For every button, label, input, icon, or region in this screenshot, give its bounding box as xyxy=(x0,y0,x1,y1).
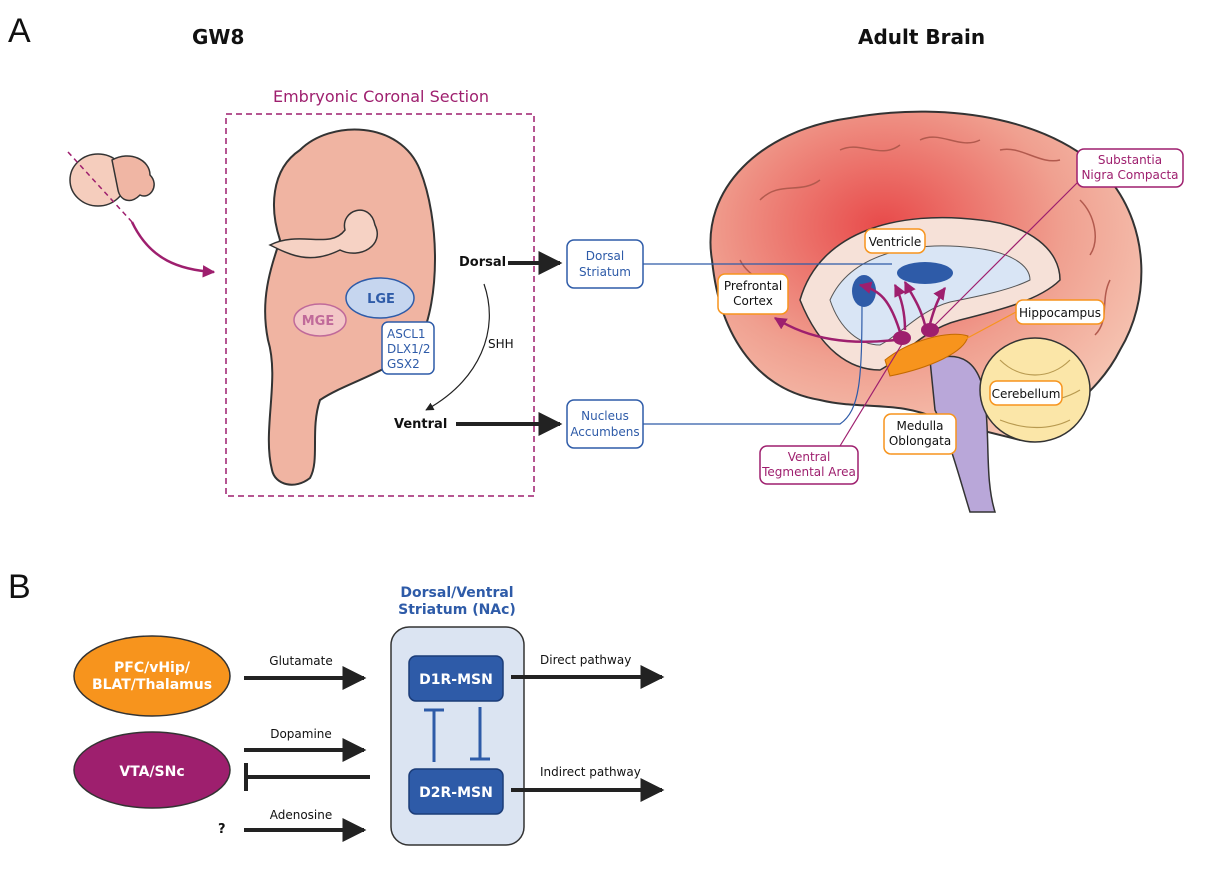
cerebellum-label: Cerebellum xyxy=(992,387,1061,401)
pfc-node xyxy=(73,635,231,717)
vta-line2: Tegmental Area xyxy=(761,465,856,479)
marker-1: ASCL1 xyxy=(387,327,426,341)
markers-box xyxy=(381,321,435,375)
vta-connector xyxy=(839,343,903,447)
glutamate-label: Glutamate xyxy=(269,654,332,668)
direct-pathway-label: Direct pathway xyxy=(540,653,631,667)
ventral-label: Ventral xyxy=(394,417,447,432)
snc-connector xyxy=(931,179,1081,329)
shh-label: SHH xyxy=(488,337,514,351)
striatum-title-line1: Dorsal/Ventral xyxy=(400,585,513,601)
striatum-title-line2: Striatum (NAc) xyxy=(398,602,516,618)
dopamine-label: Dopamine xyxy=(270,727,332,741)
d1-msn-node xyxy=(408,655,504,702)
prefrontal-cortex-box xyxy=(717,273,789,315)
mge-label: MGE xyxy=(302,314,335,329)
nucleus-accumbens-connector xyxy=(643,299,863,425)
pfc-line1: PFC/vHip/ xyxy=(114,660,191,676)
substantia-nigra-line1: Substantia xyxy=(1098,153,1162,167)
medulla-line1: Medulla xyxy=(897,419,944,433)
d2-msn-node xyxy=(408,768,504,815)
vta-box xyxy=(759,445,859,485)
hippocampus-box xyxy=(1015,299,1105,325)
embryo-illustration xyxy=(67,151,216,278)
cerebellum-box xyxy=(989,380,1063,406)
marker-3: GSX2 xyxy=(387,357,420,371)
vta-snc-node xyxy=(73,731,231,809)
prefrontal-cortex-line2: Cortex xyxy=(733,294,773,308)
medulla-box xyxy=(883,413,957,455)
indirect-pathway-label: Indirect pathway xyxy=(540,765,641,779)
coronal-section-box xyxy=(225,113,535,497)
dorsal-striatum-box xyxy=(566,239,644,289)
unknown-source: ? xyxy=(218,822,226,837)
adult-brain-title: Adult Brain xyxy=(858,25,985,49)
mutual-inhibition xyxy=(424,707,490,762)
nucleus-accumbens-box xyxy=(566,399,644,449)
lge-label: LGE xyxy=(367,292,395,307)
coronal-section-title: Embryonic Coronal Section xyxy=(273,87,489,106)
embryonic-section xyxy=(264,128,436,486)
marker-2: DLX1/2 xyxy=(387,342,430,356)
substantia-nigra-box xyxy=(1076,148,1184,188)
vta-snc-label: VTA/SNc xyxy=(119,764,184,780)
dorsal-striatum-line1: Dorsal xyxy=(586,249,624,263)
hippocampus-label: Hippocampus xyxy=(1019,306,1101,320)
medulla-line2: Oblongata xyxy=(889,434,951,448)
adult-brain-illustration xyxy=(709,110,1143,513)
nucleus-accumbens-line1: Nucleus xyxy=(581,409,629,423)
dorsal-label: Dorsal xyxy=(459,255,506,270)
ventricle-label: Ventricle xyxy=(869,235,922,249)
d1-msn-label: D1R-MSN xyxy=(419,672,493,688)
panel-a-letter: A xyxy=(8,12,31,50)
vta-line1: Ventral xyxy=(788,450,831,464)
gw8-title: GW8 xyxy=(192,25,244,49)
d2-msn-label: D2R-MSN xyxy=(419,785,493,801)
substantia-nigra-line2: Nigra Compacta xyxy=(1081,168,1178,182)
adenosine-label: Adenosine xyxy=(270,808,333,822)
nucleus-accumbens-line2: Accumbens xyxy=(570,425,639,439)
pfc-line2: BLAT/Thalamus xyxy=(92,677,212,693)
panel-b-letter: B xyxy=(8,568,31,606)
ventricle-box xyxy=(864,228,926,254)
shh-arrow xyxy=(425,283,490,411)
hippocampus-connector xyxy=(959,311,1017,343)
prefrontal-cortex-line1: Prefrontal xyxy=(724,279,782,293)
dorsal-striatum-line2: Striatum xyxy=(579,265,631,279)
